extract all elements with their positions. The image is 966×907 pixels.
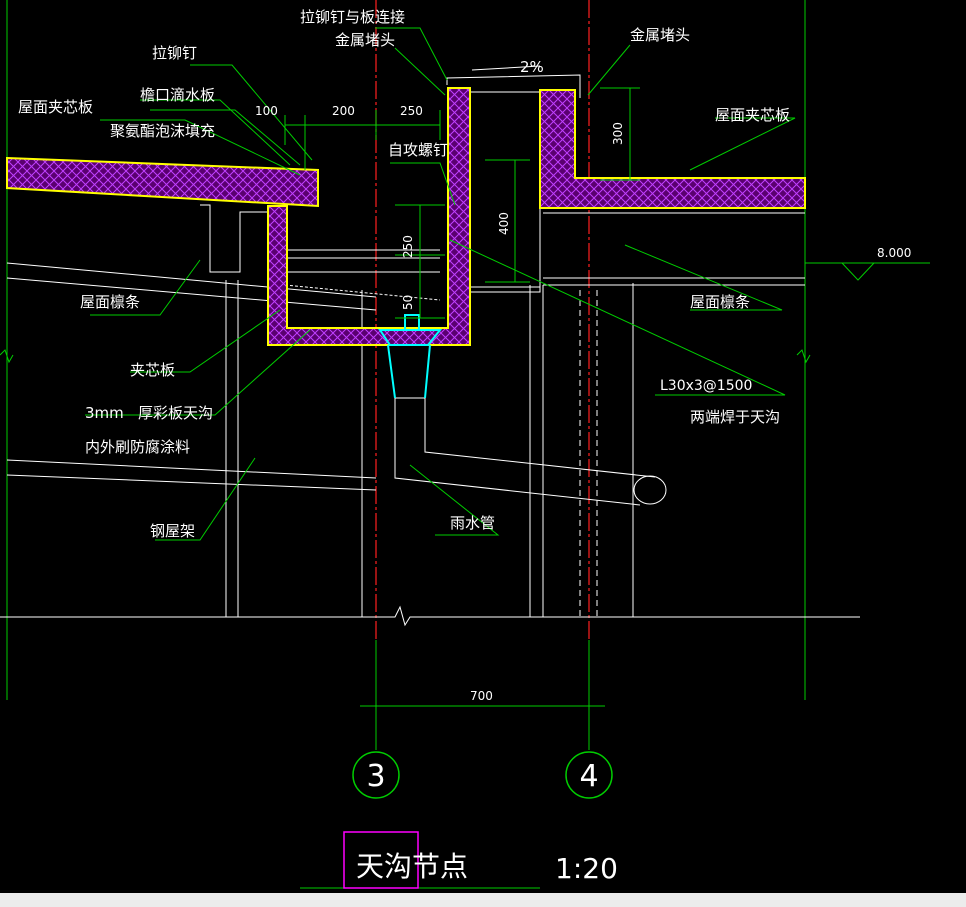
label-anticorrosion: 内外刷防腐涂料 — [85, 438, 190, 456]
dim-700: 700 — [470, 689, 493, 703]
label-angle-spec: L30x3@1500 — [660, 378, 752, 394]
title-box — [343, 831, 419, 889]
leader-lines — [85, 27, 930, 541]
rain-outlet — [378, 314, 443, 399]
label-steel-truss: 钢屋架 — [150, 522, 195, 540]
label-angle-weld: 两端焊于天沟 — [690, 408, 780, 426]
label-roof-sandwich-right: 屋面夹芯板 — [715, 106, 790, 124]
dim-200: 200 — [332, 104, 355, 118]
dim-300: 300 — [611, 122, 625, 145]
dim-100: 100 — [255, 104, 278, 118]
sandwich-panels — [6, 87, 806, 346]
dim-250-top: 250 — [400, 104, 423, 118]
structure-lines — [0, 65, 860, 627]
axis-bubble-3 — [352, 751, 400, 799]
title-block: 天沟节点 1:20 — [343, 831, 618, 889]
dimension-texts: 100 200 250 2% 300 400 250 50 700 8.000 — [255, 58, 911, 703]
window-bottom-strip — [0, 893, 966, 907]
dim-slope: 2% — [520, 58, 544, 76]
label-pu-foam: 聚氨酯泡沫填充 — [110, 122, 215, 140]
roof-panel-left — [6, 156, 319, 208]
axis-label-4: 4 — [579, 759, 598, 794]
drawing-title: 天沟节点 — [356, 850, 468, 883]
label-purlin-left: 屋面檩条 — [80, 293, 140, 311]
axis-bubbles: 3 4 — [352, 751, 613, 799]
axis-centerlines — [375, 0, 590, 640]
frame-lines — [0, 0, 811, 889]
axis-bubble-4 — [565, 751, 613, 799]
dim-400: 400 — [497, 212, 511, 235]
roof-panel-right — [539, 89, 806, 209]
annotation-labels: 拉铆钉与板连接 金属堵头 金属堵头 拉铆钉 屋面夹芯板 檐口滴水板 聚氨酯泡沫填… — [18, 8, 790, 540]
label-gutter-thickness: 3mm — [85, 404, 124, 422]
label-rivet-to-panel: 拉铆钉与板连接 — [300, 8, 405, 26]
label-rivet: 拉铆钉 — [152, 44, 197, 62]
elevation-8000: 8.000 — [877, 246, 911, 260]
dim-50: 50 — [401, 295, 415, 310]
label-self-tapping-screw: 自攻螺钉 — [388, 141, 448, 159]
label-sandwich-panel: 夹芯板 — [130, 361, 175, 379]
axis-label-3: 3 — [366, 759, 385, 794]
gutter-u — [267, 87, 471, 346]
label-eave-drip: 檐口滴水板 — [140, 86, 215, 104]
label-metal-cap-left: 金属堵头 — [335, 31, 395, 49]
dim-250-mid: 250 — [401, 235, 415, 258]
label-roof-sandwich-left: 屋面夹芯板 — [18, 98, 93, 116]
drawing-scale: 1:20 — [555, 852, 618, 885]
label-downpipe: 雨水管 — [450, 514, 495, 532]
label-purlin-right: 屋面檩条 — [690, 293, 750, 311]
label-metal-cap-right: 金属堵头 — [630, 26, 690, 44]
label-gutter-material: 厚彩板天沟 — [138, 404, 213, 422]
